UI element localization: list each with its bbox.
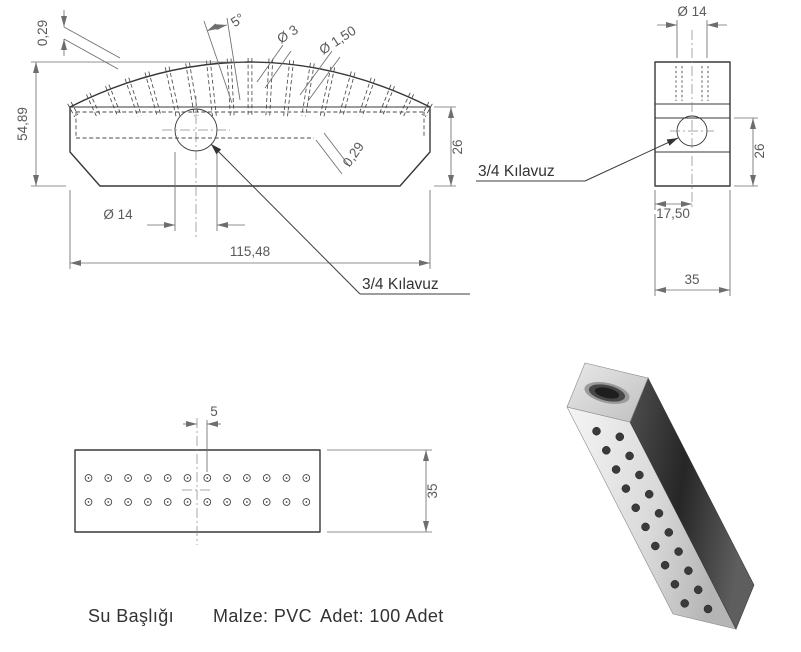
front-dim-total-height: 54,89 [15, 107, 30, 141]
front-dim-center-hole: Ø 14 [103, 207, 133, 222]
front-nozzle-fan-hidden-lines [67, 58, 433, 118]
side-part-outline [654, 61, 731, 187]
title-material: Malze: PVC [213, 606, 312, 626]
side-dim-hole-offset: 17,50 [656, 206, 690, 221]
front-dim-nozzle-outer: Ø 3 [274, 22, 300, 46]
title-block: Su Başlığı Malze: PVC Adet: 100 Adet [88, 606, 444, 626]
side-dim-body-height: 26 [752, 143, 767, 158]
front-part-outline [69, 61, 431, 187]
svg-text:Su Başlığı Malze: PVC: Su Başlığı Malze: PVC Adet: 100 Adet [88, 606, 444, 626]
front-leader: 3/4 Kılavuz [210, 143, 470, 295]
front-chamber-hidden-lines [75, 111, 425, 139]
side-feature-lines [655, 103, 730, 153]
side-dim-width: 35 [684, 272, 699, 287]
side-dim-hole: Ø 14 [677, 4, 707, 19]
bottom-nozzle-holes [84, 474, 311, 506]
title-part-name: Su Başlığı [88, 606, 174, 626]
side-nozzle-hidden-lines [675, 66, 709, 101]
title-quantity: Adet: 100 Adet [320, 606, 444, 626]
front-dim-total-width: 115,48 [230, 244, 270, 259]
side-view: Ø 14 26 17,50 35 3/4 Kılavuz [476, 4, 767, 296]
bottom-dim-depth: 35 [425, 483, 440, 498]
side-dimension-lines [654, 20, 758, 296]
side-leader: 3/4 Kılavuz [476, 137, 679, 182]
bottom-dimension-lines [183, 420, 432, 533]
front-leader-label: 3/4 Kılavuz [362, 276, 439, 293]
iso-nozzle-holes [592, 426, 713, 614]
front-dim-nozzle-angle: 5° [228, 10, 247, 30]
bottom-view: 5 35 [74, 404, 440, 545]
front-dim-wall-offset: 0,29 [340, 139, 367, 169]
front-view: 0,29 5° Ø 3 Ø 1,50 54,89 26 0,29 Ø 14 11… [15, 10, 470, 295]
side-leader-label: 3/4 Kılavuz [478, 163, 555, 180]
front-dim-body-height: 26 [450, 139, 465, 154]
front-dimension-lines [31, 10, 456, 269]
bottom-dim-hole-spacing: 5 [210, 404, 218, 419]
front-dim-nozzle-inner: Ø 1,50 [316, 23, 358, 58]
bottom-part-outline [74, 449, 321, 533]
iso-threaded-hole [584, 381, 630, 405]
front-dim-offset-top: 0,29 [35, 20, 50, 46]
iso-view [566, 362, 755, 630]
